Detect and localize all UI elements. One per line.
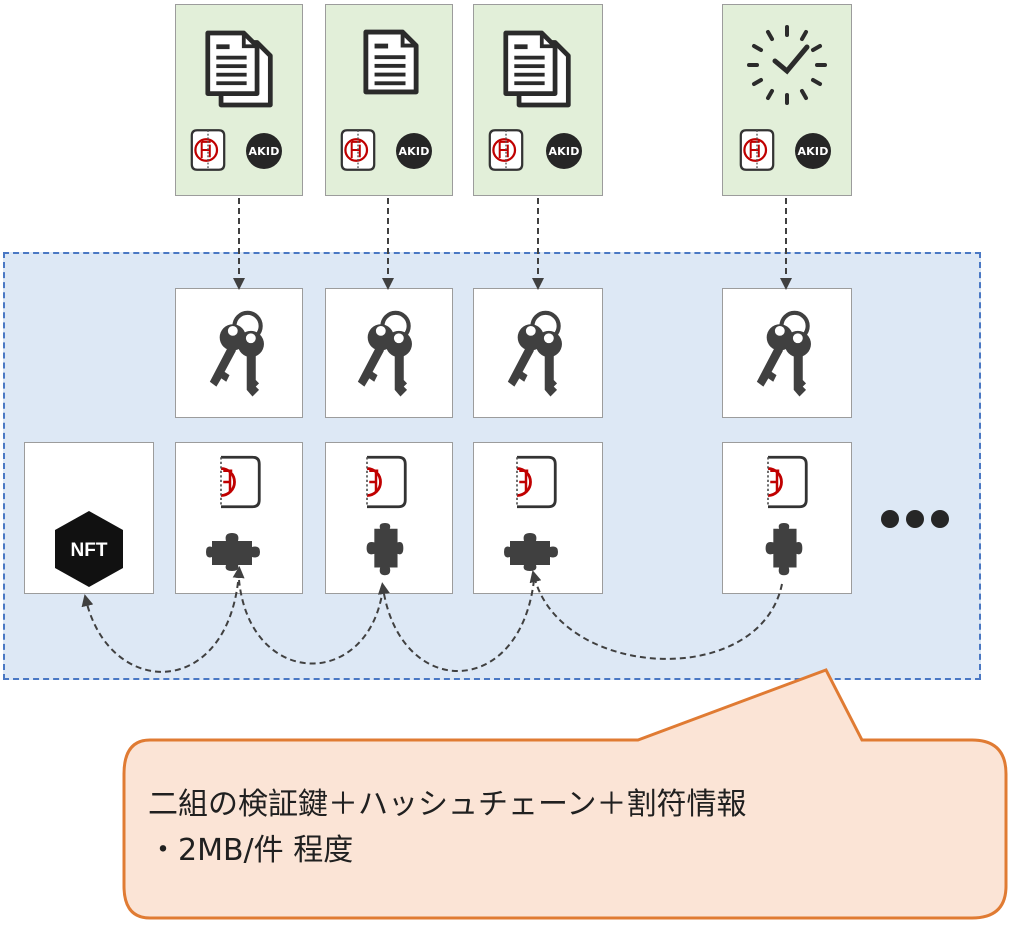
key-card-3 bbox=[473, 288, 603, 418]
key-card-4 bbox=[722, 288, 852, 418]
callout-text: 二組の検証鍵＋ハッシュチェーン＋割符情報 ・2MB/件 程度 bbox=[148, 782, 988, 874]
document-card-3: AKID bbox=[473, 4, 603, 196]
chain-arrow-2 bbox=[238, 579, 384, 665]
chain-arrow-3 bbox=[377, 579, 535, 672]
hash-card-2 bbox=[325, 442, 453, 594]
hash-card-3 bbox=[473, 442, 603, 594]
callout-line-1: 二組の検証鍵＋ハッシュチェーン＋割符情報 bbox=[148, 787, 747, 822]
akid-badge: AKID bbox=[246, 133, 282, 169]
akid-badge: AKID bbox=[396, 133, 432, 169]
document-card-4: AKID bbox=[722, 4, 852, 196]
nft-label: NFT bbox=[71, 540, 108, 561]
hash-card-4 bbox=[722, 442, 852, 594]
key-card-1 bbox=[175, 288, 303, 418]
chain-arrow-4 bbox=[529, 570, 783, 660]
callout-line-2: ・2MB/件 程度 bbox=[148, 833, 354, 868]
akid-badge: AKID bbox=[795, 133, 831, 169]
chain-arrow-1 bbox=[81, 566, 245, 673]
akid-badge: AKID bbox=[546, 133, 582, 169]
document-card-2: AKID bbox=[325, 4, 453, 196]
more-ellipsis-icon bbox=[881, 510, 956, 532]
key-card-2 bbox=[325, 288, 453, 418]
document-card-1: AKID bbox=[175, 4, 303, 196]
clock-icon bbox=[747, 25, 827, 105]
